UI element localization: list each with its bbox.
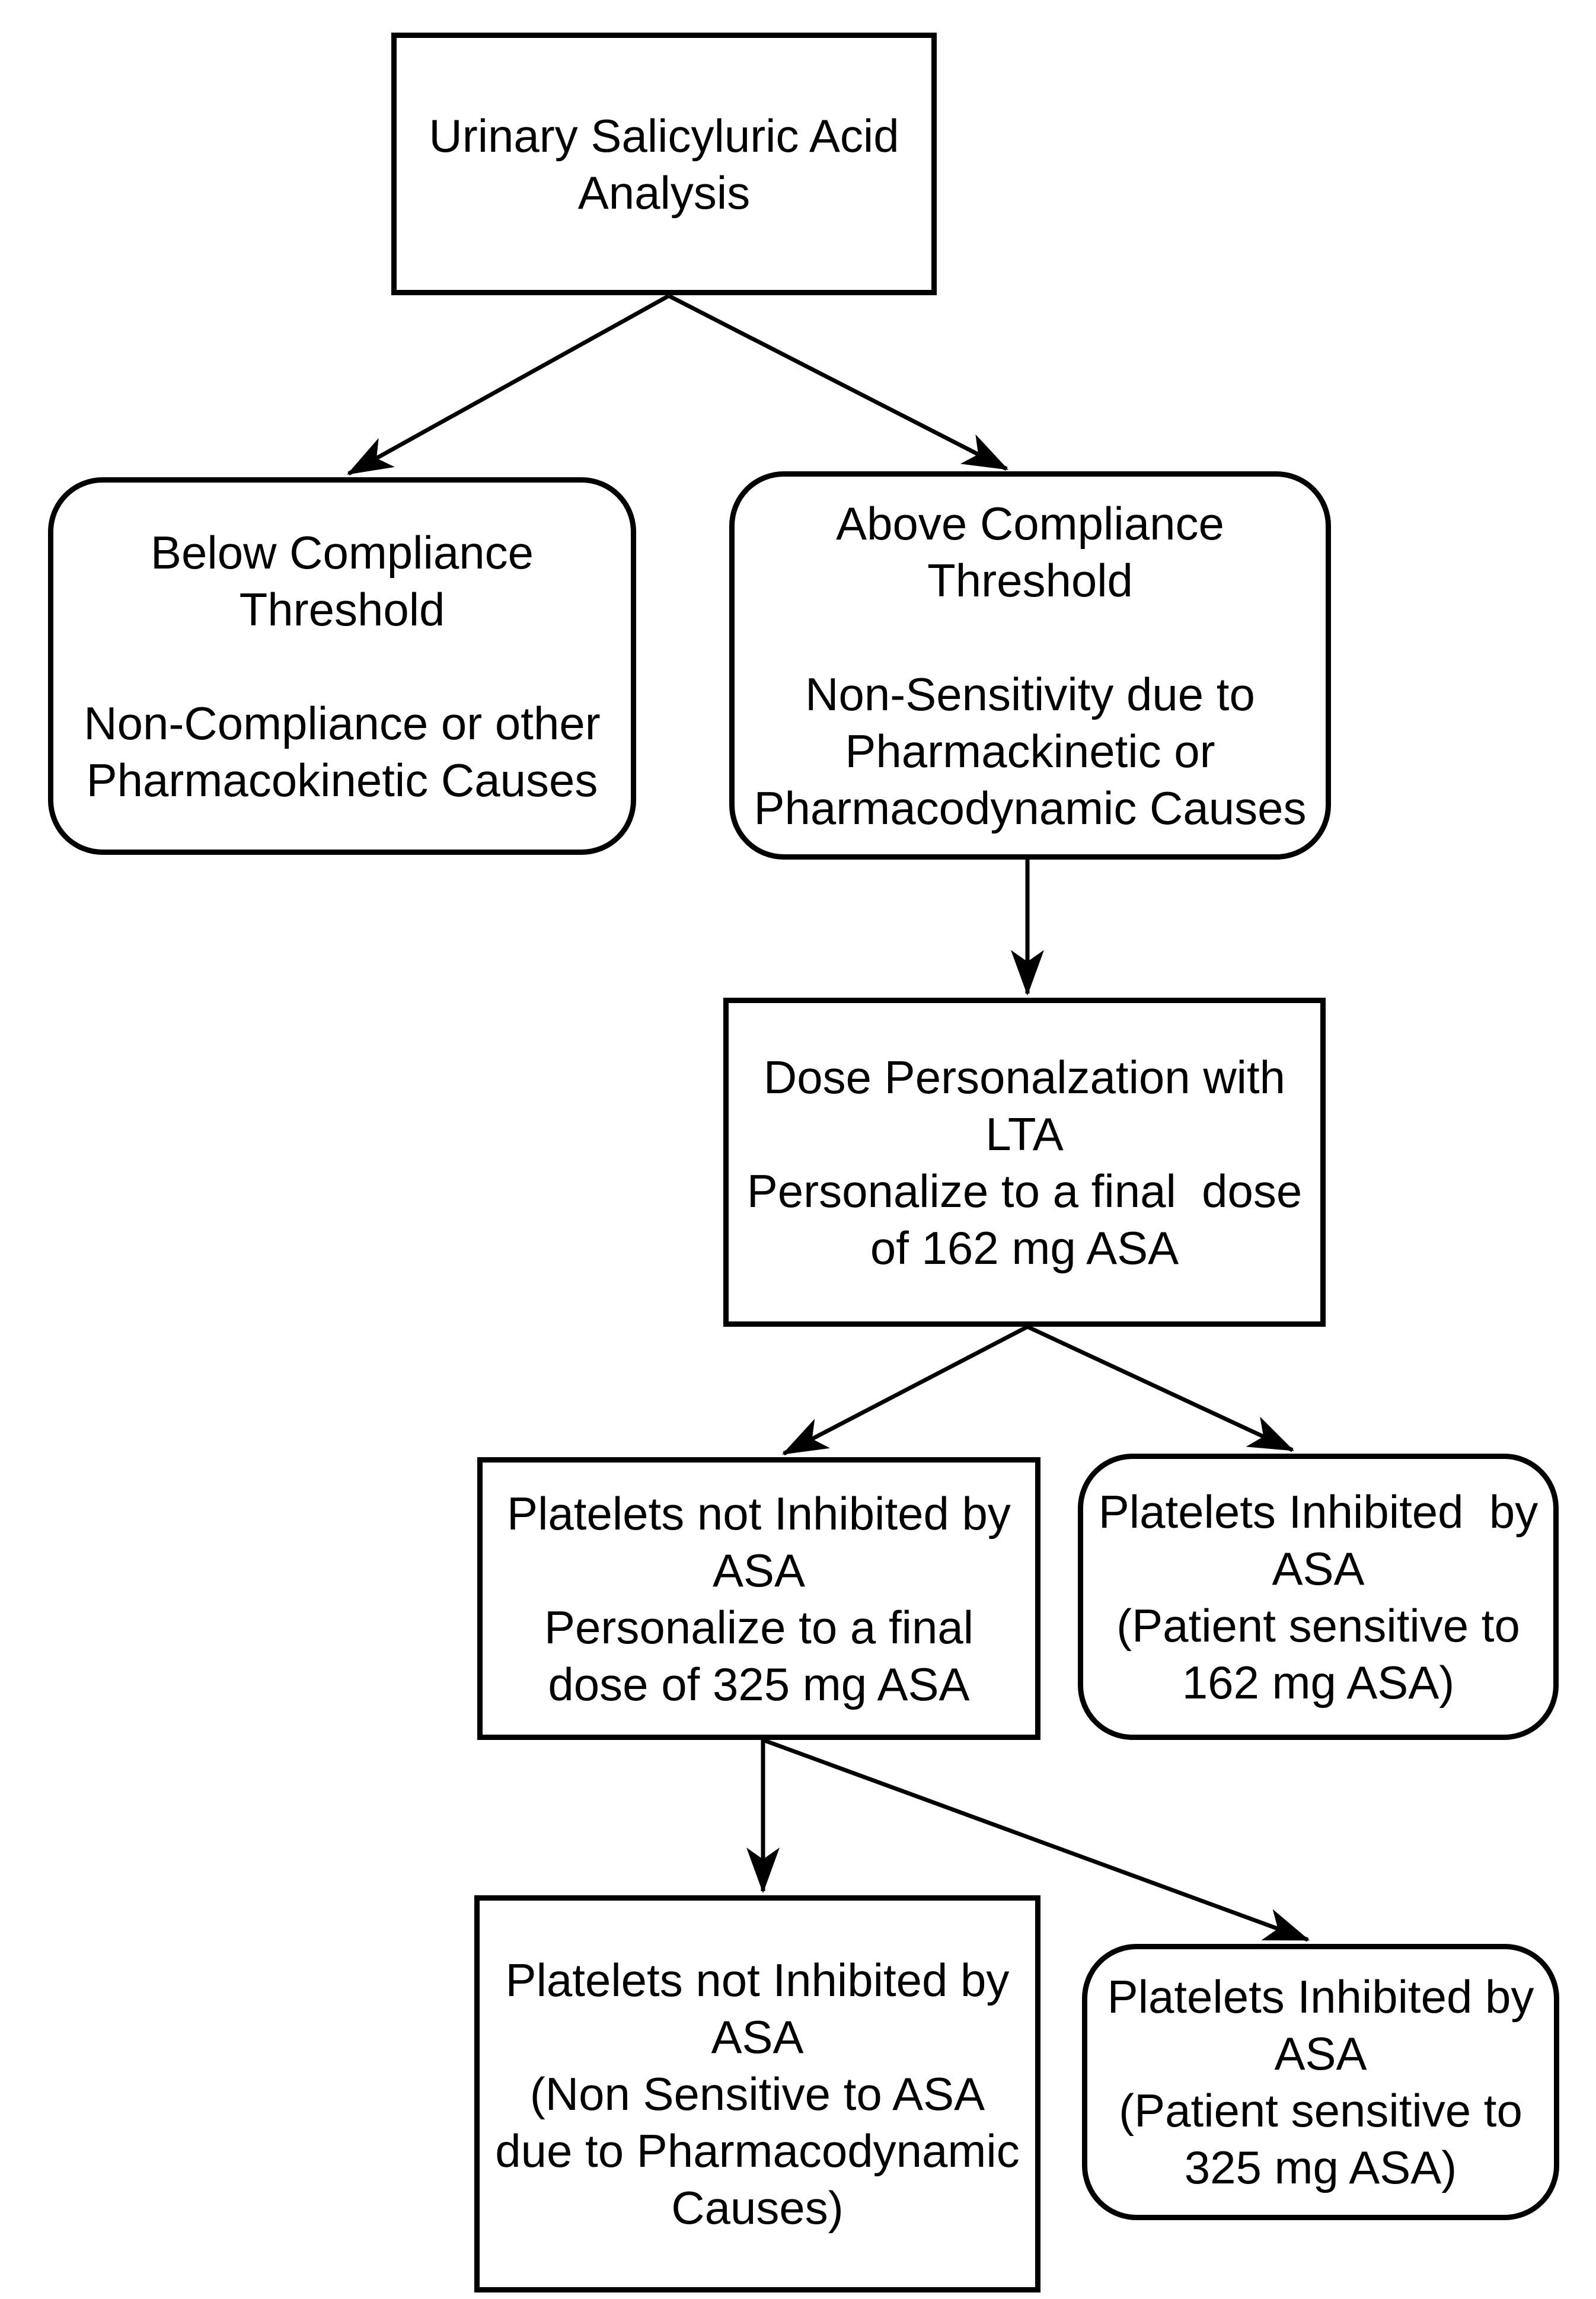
edge-not-inhibited-325-to-platelets-inhibited-325 — [762, 1738, 1310, 1942]
edge-dose-to-platelets-not-inhibited-325 — [781, 1324, 1029, 1456]
edge-analysis-to-below-threshold — [346, 293, 670, 476]
edge-analysis-to-above-threshold — [668, 293, 1009, 471]
edge-dose-to-platelets-inhibited-162 — [1026, 1324, 1295, 1452]
